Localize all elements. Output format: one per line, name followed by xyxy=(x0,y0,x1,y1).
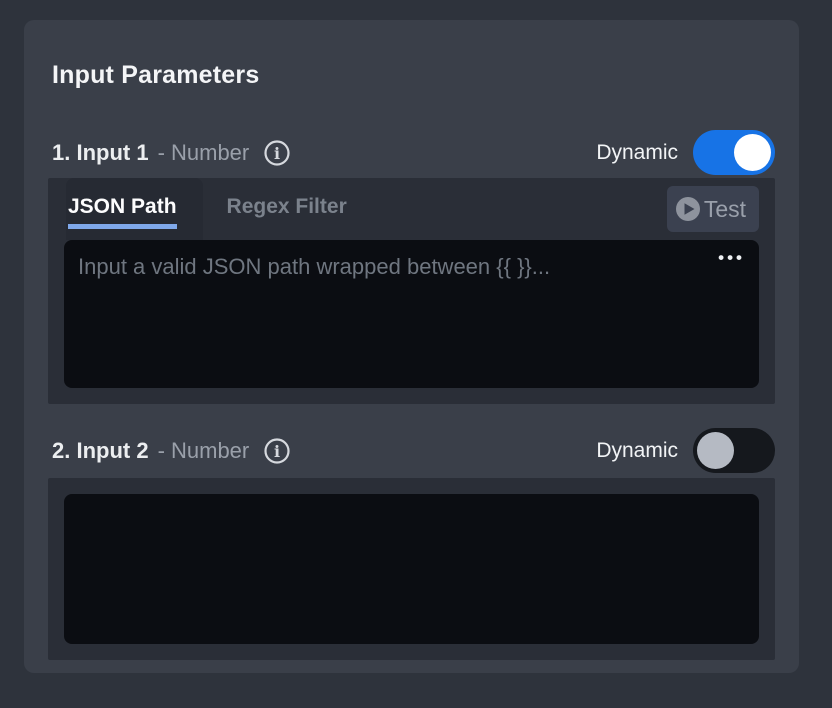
param-1-editor-wrap: ••• xyxy=(64,240,759,388)
param-1-name: 1. Input 1 xyxy=(52,139,149,165)
param-2-input[interactable] xyxy=(64,494,759,644)
param-2-type: - Number xyxy=(157,437,250,463)
param-1-header: 1. Input 1 - Number i Dynamic xyxy=(48,130,775,175)
param-1-label-group: 1. Input 1 - Number i xyxy=(52,139,291,167)
svg-text:i: i xyxy=(274,442,280,461)
param-2-label-group: 2. Input 2 - Number i xyxy=(52,437,291,465)
play-icon xyxy=(674,195,702,223)
param-1-tab-row: JSON Path Regex Filter Test xyxy=(64,178,759,240)
param-2-panel xyxy=(48,478,775,660)
param-1-panel: JSON Path Regex Filter Test ••• xyxy=(48,178,775,404)
tab-json-path-label: JSON Path xyxy=(68,195,177,229)
param-2-name: 2. Input 2 xyxy=(52,437,149,463)
dynamic-label: Dynamic xyxy=(596,438,678,462)
page-title: Input Parameters xyxy=(52,61,260,89)
json-path-input[interactable] xyxy=(64,240,759,388)
param-2-editor-wrap xyxy=(64,494,759,644)
param-2-header: 2. Input 2 - Number i Dynamic xyxy=(48,428,775,473)
dynamic-toggle-2[interactable] xyxy=(693,428,775,473)
svg-text:i: i xyxy=(274,144,280,163)
param-1-dynamic-group: Dynamic xyxy=(596,130,775,175)
toggle-knob xyxy=(734,134,771,171)
dynamic-toggle-1[interactable] xyxy=(693,130,775,175)
param-1-type: - Number xyxy=(157,139,250,165)
input-parameters-card: Input Parameters 1. Input 1 - Number i D… xyxy=(24,20,799,673)
test-button[interactable]: Test xyxy=(666,186,759,232)
dynamic-label: Dynamic xyxy=(596,140,678,164)
info-icon[interactable]: i xyxy=(263,139,291,167)
param-2-dynamic-group: Dynamic xyxy=(596,428,775,473)
tab-regex-filter[interactable]: Regex Filter xyxy=(226,195,347,218)
ellipsis-menu-icon[interactable]: ••• xyxy=(718,248,745,267)
tab-json-path[interactable]: JSON Path xyxy=(66,178,203,240)
info-icon[interactable]: i xyxy=(263,437,291,465)
toggle-knob xyxy=(697,432,734,469)
test-button-label: Test xyxy=(703,195,746,222)
